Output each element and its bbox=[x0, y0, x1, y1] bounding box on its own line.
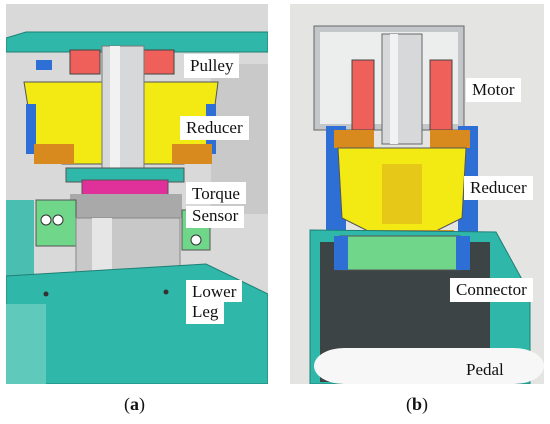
caption-a: (a) bbox=[124, 394, 145, 414]
panel-b-cross-section: Motor Reducer Connector Pedal bbox=[290, 4, 544, 384]
label-reducer-b: Reducer bbox=[464, 176, 533, 200]
panel-b-drawing bbox=[309, 25, 544, 384]
caption-b: (b) bbox=[406, 394, 429, 414]
panel-a-drawing bbox=[6, 31, 268, 384]
label-lower: Lower bbox=[186, 280, 243, 302]
label-torque: Torque bbox=[186, 182, 246, 204]
label-pulley: Pulley bbox=[184, 54, 240, 78]
label-pedal: Pedal bbox=[466, 360, 504, 379]
caption-b-letter: b bbox=[412, 394, 423, 414]
label-sensor: Sensor bbox=[186, 206, 245, 228]
label-motor: Motor bbox=[466, 78, 521, 102]
label-leg: Leg bbox=[186, 302, 225, 324]
label-reducer-a: Reducer bbox=[180, 116, 249, 140]
caption-a-letter: a bbox=[130, 394, 139, 414]
panel-a-cross-section: Pulley Reducer Torque Sensor Lower Leg bbox=[6, 4, 268, 384]
label-connector: Connector bbox=[450, 278, 533, 302]
